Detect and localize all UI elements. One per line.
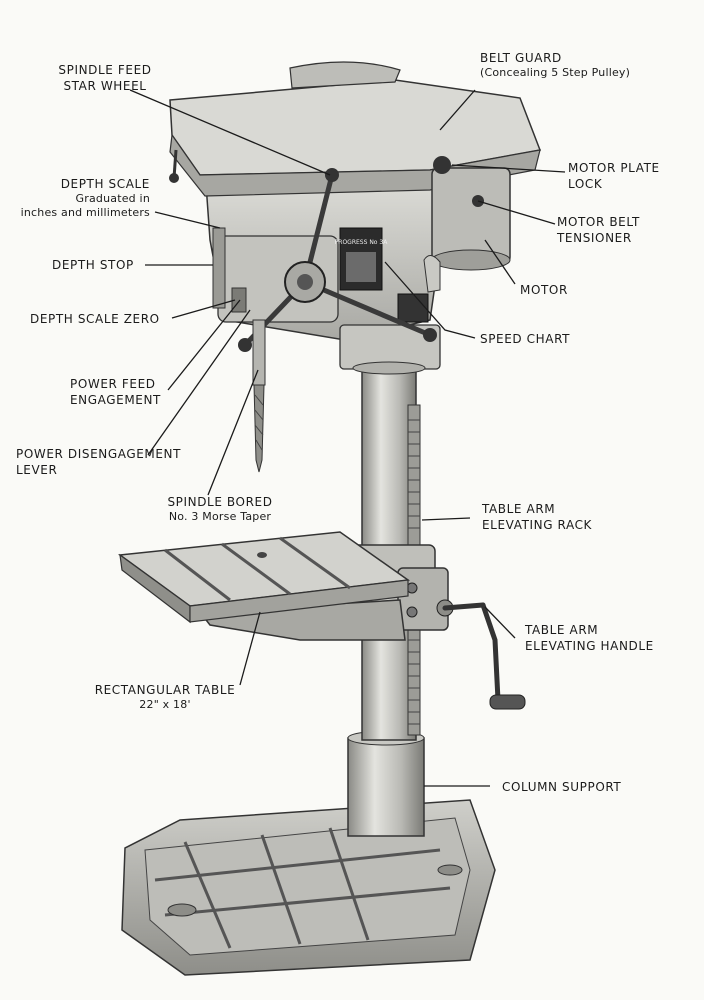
leader-belt-guard xyxy=(439,89,476,131)
leader-power-feed xyxy=(167,299,241,391)
spindle xyxy=(252,319,266,473)
leader-speed-chart xyxy=(384,261,476,339)
base xyxy=(121,799,496,976)
elevating-handle xyxy=(436,599,526,710)
leader-elevating-rack xyxy=(421,517,471,521)
power-feed-box xyxy=(397,293,429,323)
label-spindle-bored: SPINDLE BORED No. 3 Morse Taper xyxy=(167,495,273,523)
label-speed-chart: SPEED CHART xyxy=(480,332,571,346)
label-spindle-feed-star-wheel: SPINDLE FEED STAR WHEEL xyxy=(58,63,152,93)
speed-chart-plate: PROGRESS No 3A xyxy=(335,227,389,291)
drill-head xyxy=(204,159,441,375)
label-motor: MOTOR xyxy=(520,283,568,297)
label-power-feed-engagement: POWER FEED ENGAGEMENT xyxy=(70,377,161,407)
leader-spindle-bored xyxy=(207,369,259,496)
leader-elevating-handle xyxy=(484,606,516,639)
label-motor-plate-lock: MOTOR PLATE LOCK xyxy=(568,161,660,191)
nameplate-text: PROGRESS No 3A xyxy=(335,239,389,246)
label-depth-stop: DEPTH STOP xyxy=(52,258,134,272)
leader-motor xyxy=(484,239,516,285)
label-power-disengagement-lever: POWER DISENGAGEMENT LEVER xyxy=(16,447,182,477)
leader-motor-belt-tensioner xyxy=(477,200,556,225)
label-depth-scale-zero: DEPTH SCALE ZERO xyxy=(30,312,160,326)
leader-depth-scale xyxy=(154,211,221,229)
label-motor-belt-tensioner: MOTOR BELT TENSIONER xyxy=(557,215,640,245)
label-column-support: COLUMN SUPPORT xyxy=(502,780,622,794)
motor xyxy=(423,156,511,293)
label-depth-scale: DEPTH SCALE Graduated in inches and mill… xyxy=(20,177,150,219)
leader-star-wheel xyxy=(129,89,331,176)
label-table-arm-elevating-rack: TABLE ARM ELEVATING RACK xyxy=(482,502,593,532)
leader-motor-plate-lock xyxy=(451,164,566,173)
leader-rectangular-table xyxy=(239,611,261,686)
leader-depth-scale-zero xyxy=(171,299,236,319)
leader-power-disengagement xyxy=(147,309,251,456)
rectangular-table xyxy=(117,531,411,624)
label-belt-guard: BELT GUARD (Concealing 5 Step Pulley) xyxy=(480,51,631,79)
label-rectangular-table: RECTANGULAR TABLE 22" x 18' xyxy=(94,683,236,711)
label-table-arm-elevating-handle: TABLE ARM ELEVATING HANDLE xyxy=(525,623,654,653)
